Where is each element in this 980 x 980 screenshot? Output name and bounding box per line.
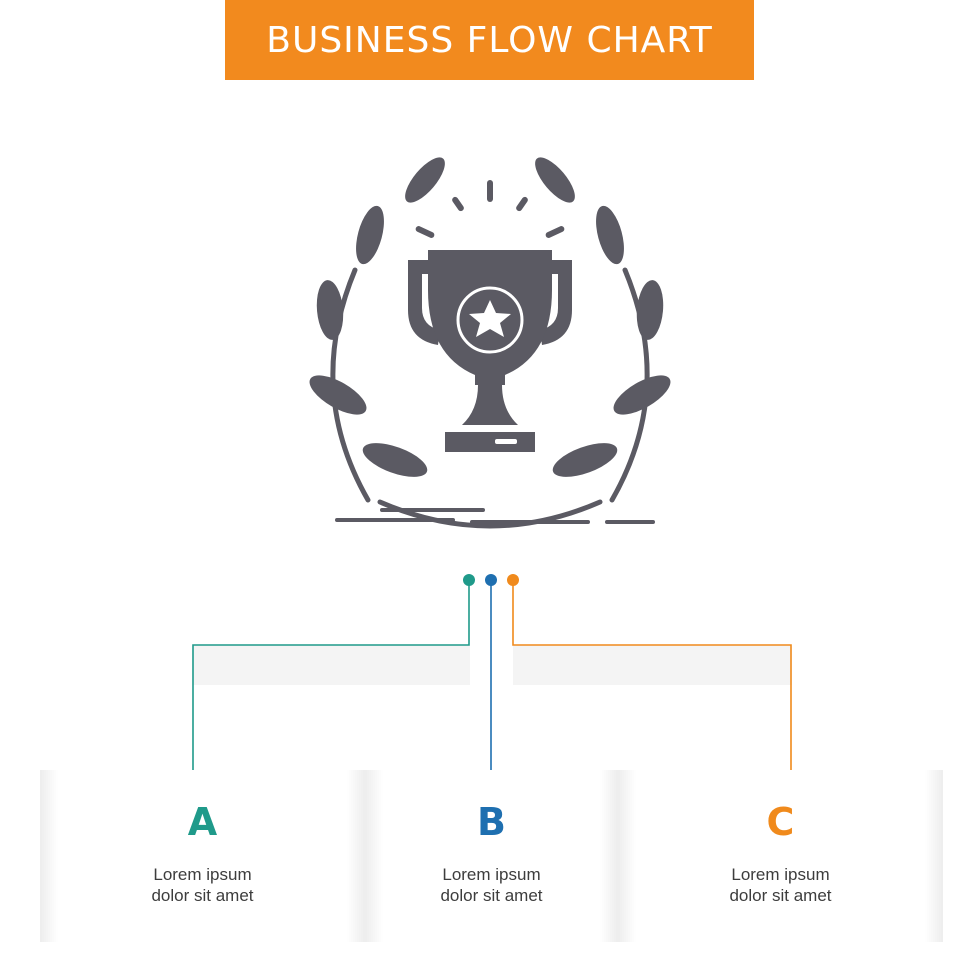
step-letter-b: B xyxy=(477,800,506,844)
step-a-line2: dolor sit amet xyxy=(151,886,254,905)
step-c-line1: Lorem ipsum xyxy=(731,865,830,884)
step-letter-a: A xyxy=(187,800,218,844)
step-card-b: B Lorem ipsum dolor sit amet xyxy=(365,770,618,942)
step-b-line2: dolor sit amet xyxy=(440,886,543,905)
step-c-line2: dolor sit amet xyxy=(729,886,832,905)
step-card-c: C Lorem ipsum dolor sit amet xyxy=(618,770,943,942)
step-text-c: Lorem ipsum dolor sit amet xyxy=(618,864,943,906)
step-a-line1: Lorem ipsum xyxy=(153,865,252,884)
step-letter-c: C xyxy=(766,800,795,844)
step-card-a: A Lorem ipsum dolor sit amet xyxy=(40,770,365,942)
trophy-laurel-icon xyxy=(290,140,690,540)
step-b-line1: Lorem ipsum xyxy=(442,865,541,884)
title-banner: BUSINESS FLOW CHART xyxy=(225,0,754,80)
step-text-b: Lorem ipsum dolor sit amet xyxy=(365,864,618,906)
chart-title: BUSINESS FLOW CHART xyxy=(266,19,713,61)
step-text-a: Lorem ipsum dolor sit amet xyxy=(40,864,365,906)
